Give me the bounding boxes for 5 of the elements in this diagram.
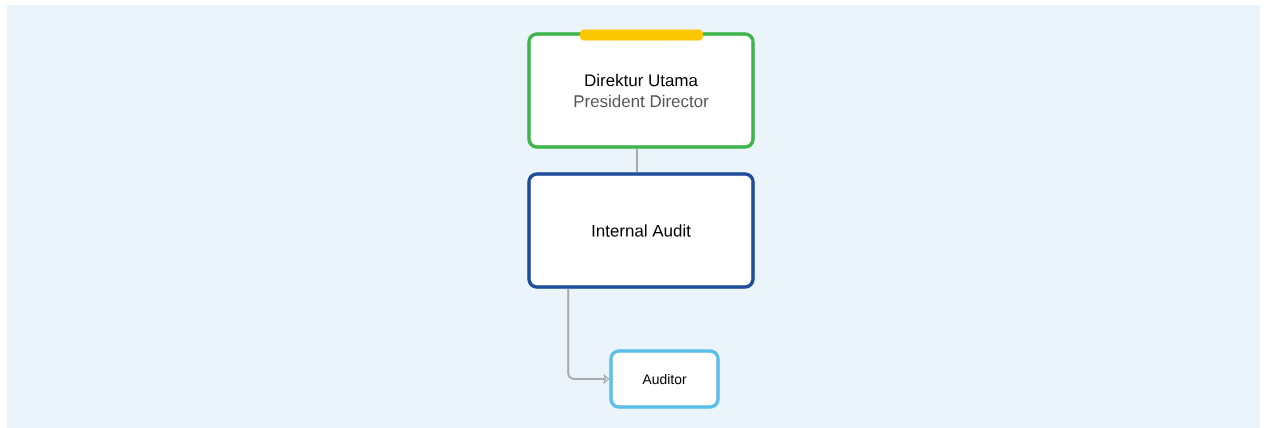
connector bbox=[567, 287, 610, 384]
org-box: Direktur Utama President Director bbox=[527, 29, 755, 149]
org-box: Internal Audit bbox=[527, 172, 755, 289]
org-box: Auditor bbox=[609, 349, 720, 409]
connector bbox=[636, 147, 638, 174]
